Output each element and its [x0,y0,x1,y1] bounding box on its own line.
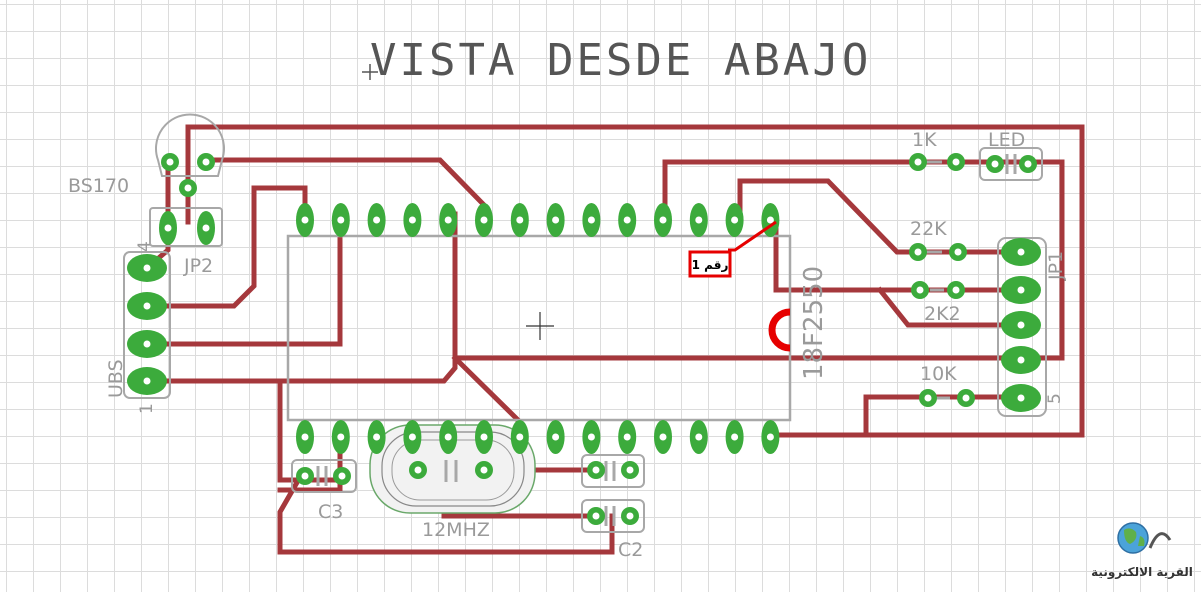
label-1k: 1K [912,129,937,151]
chip-pad-top-drill [444,216,452,224]
origin-cross-icon [362,64,378,80]
chip-pad-top-drill [552,216,560,224]
label-usb-pin4: 4 [135,241,155,252]
resistor-pad-drill [952,286,960,294]
c2-pad-drill [592,512,600,520]
crystal-pad-drill [480,466,488,474]
capacitor-symbols [316,154,1017,526]
label-22k: 22K [910,218,947,240]
label-10k: 10K [920,363,957,385]
chip-pad-top-drill [408,216,416,224]
chip-pad-bottom-drill [373,433,381,441]
jp1-pad-drill [1017,248,1025,256]
resistor-pad-drill [954,248,962,256]
resistor-pad-drill [962,394,970,402]
label-c3: C3 [318,501,343,523]
jp1-pad-drill [1017,321,1025,329]
c1-pad-drill [626,466,634,474]
chip-pad-top-drill [695,216,703,224]
label-2k2: 2K2 [924,303,961,325]
usb-header-outline [123,251,171,399]
label-led: LED [988,129,1025,151]
page-title: VISTA DESDE ABAJO [370,35,871,86]
chip-pad-bottom-drill [516,433,524,441]
led-outline [979,147,1043,181]
chip-pad-bottom-drill [480,433,488,441]
label-bs170: BS170 [68,175,129,197]
transistor-pad-drill [184,184,192,192]
c2-outline [581,499,645,533]
chip-pad-bottom-drill [552,433,560,441]
jp1-pad-drill [1017,286,1025,294]
chip-pad-top-drill [373,216,381,224]
crystal-pad-drill [414,466,422,474]
transistor-pad-drill [202,158,210,166]
resistor-pad-drill [952,158,960,166]
c1-pad-drill [592,466,600,474]
chip-pad-bottom-drill [623,433,631,441]
chip-pad-top-drill [659,216,667,224]
chip-pad-top-drill [480,216,488,224]
logo-text: القرية الالكترونية [1091,565,1193,580]
jp2-pad-drill [202,224,210,232]
jp1-pad-drill [1017,394,1025,402]
chip-pad-bottom-drill [301,433,309,441]
c3-pad-drill [338,472,346,480]
c3-pad-drill [301,472,309,480]
chip-pad-bottom-drill [444,433,452,441]
label-jp2: JP2 [183,255,213,277]
chip-pad-top-drill [623,216,631,224]
resistor-bodies [926,160,950,400]
led-pad-drill [991,160,999,168]
pads [127,153,1041,525]
chip-pad-bottom-drill [695,433,703,441]
resistor-pad-drill [924,394,932,402]
jp1-pad-drill [1017,356,1025,364]
label-jp1-pin5: 5 [1045,393,1065,404]
jp2-pad-drill [164,224,172,232]
label-crystal: 12MHZ [422,519,490,541]
chip-pad-bottom-drill [731,433,739,441]
chip-pad-bottom-drill [408,433,416,441]
resistor-pad-drill [916,286,924,294]
c1-outline [581,454,645,488]
pin1-marker: رقم 1 [688,220,791,352]
usb-pad-drill [143,340,151,348]
usb-pad-drill [143,264,151,272]
label-usb: UBS [105,359,127,398]
usb-pad-drill [143,302,151,310]
chip-pad-bottom-drill [659,433,667,441]
chip-pad-top-drill [731,216,739,224]
globe-icon [1117,522,1149,554]
chip-center-cross-icon [526,312,554,340]
chip-pad-top-drill [516,216,524,224]
chip-pad-bottom-drill [766,433,774,441]
chip-pad-bottom-drill [337,433,345,441]
chip-pad-top-drill [587,216,595,224]
led-pad-drill [1024,160,1032,168]
chip-outline [286,234,792,422]
resistor-pad-drill [914,158,922,166]
c2-pad-drill [626,512,634,520]
label-jp1: JP1 [1045,251,1067,281]
label-chip: 18F2550 [799,266,829,380]
pin1-label: رقم 1 [692,258,729,272]
transistor-outline [155,113,225,177]
transistor-pad-drill [166,158,174,166]
c3-outline [291,459,357,493]
chip-pad-bottom-drill [587,433,595,441]
label-usb-pin1: 1 [137,403,157,414]
usb-pad-drill [143,377,151,385]
chip-pad-top-drill [337,216,345,224]
site-logo: القرية الالكترونية [1091,522,1193,580]
chip-pad-top-drill [766,216,774,224]
label-c2: C2 [618,539,643,561]
chip-pad-top-drill [301,216,309,224]
resistor-pad-drill [914,248,922,256]
jp1-outline [997,237,1047,417]
jp2-outline [149,207,223,247]
